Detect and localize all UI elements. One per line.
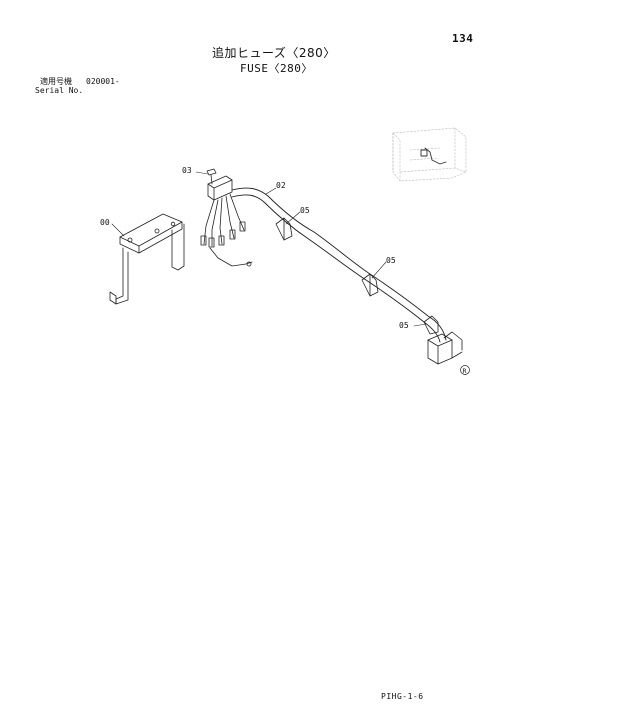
harness-clamp: [275, 217, 293, 241]
callout-02: 02: [276, 181, 286, 190]
inset-highlight: [420, 147, 447, 165]
callout-05-clamp-c: 05: [399, 321, 409, 330]
fuse-box: [207, 175, 233, 201]
footer-code: PIHG-1-6: [381, 692, 424, 701]
page-title-japanese: 追加ヒューズ〈280〉: [212, 46, 336, 60]
page-number: 134: [452, 32, 474, 45]
callout-00: 00: [100, 218, 110, 227]
serial-label-english: Serial No.: [35, 86, 84, 95]
callout-03: 03: [182, 166, 192, 175]
callout-05-clamp-b: 05: [386, 256, 396, 265]
harness-clamp: [361, 273, 379, 297]
fuse-holders: [200, 193, 253, 267]
callout-05-clamp-a: 05: [300, 206, 310, 215]
mounting-bracket: [109, 213, 185, 305]
wire-harness: [231, 187, 447, 343]
harness-clamp: [423, 315, 439, 335]
bolt: [206, 168, 217, 185]
callout-leaders: [111, 171, 427, 327]
page-title-english: FUSE〈280〉: [240, 62, 313, 75]
svg-text:R: R: [463, 367, 467, 375]
registered-mark: R: [460, 365, 470, 375]
serial-label-japanese: 適用号機: [40, 77, 72, 86]
machine-location-inset: [392, 127, 467, 182]
harness-connector: [427, 331, 463, 365]
serial-number-value: 020001-: [86, 77, 120, 86]
